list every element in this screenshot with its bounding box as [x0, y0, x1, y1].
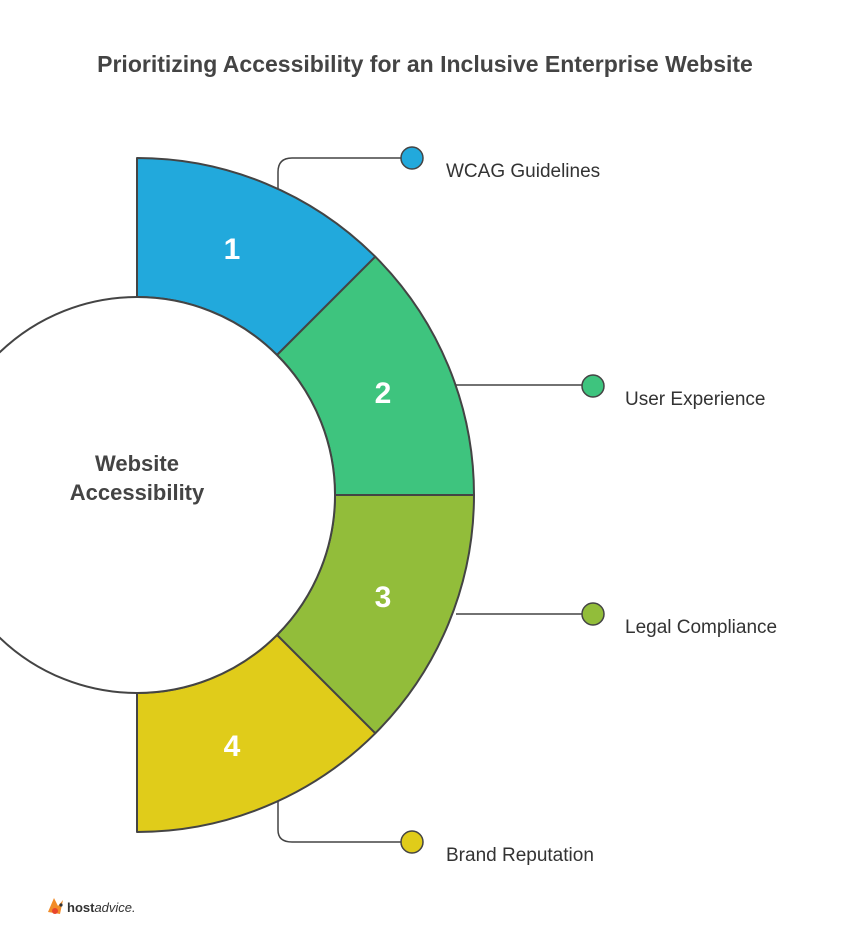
label-user-experience: User Experience [625, 389, 765, 410]
connector-line-1 [277, 157, 401, 189]
segment-2-number: 2 [375, 377, 392, 410]
connector-dot-3 [581, 602, 605, 626]
center-title-line2: Accessibility [70, 480, 205, 505]
connector-dot-1 [400, 146, 424, 170]
label-brand-reputation: Brand Reputation [446, 845, 594, 866]
label-wcag-guidelines: WCAG Guidelines [446, 161, 600, 182]
hostadvice-mascot-icon [48, 898, 63, 914]
brand-name-bold: host [67, 900, 95, 915]
connector-dot-4 [400, 830, 424, 854]
center-circle [0, 296, 336, 694]
connector-line-4 [277, 801, 401, 843]
svg-text:hostadvice.: hostadvice. [67, 900, 136, 915]
page-title: Prioritizing Accessibility for an Inclus… [97, 51, 753, 77]
segment-1-number: 1 [224, 233, 241, 266]
connector-dot-2 [581, 374, 605, 398]
center-title-line1: Website [95, 451, 179, 476]
segment-4-number: 4 [224, 730, 241, 763]
hostadvice-logo: hostadvice. [48, 898, 136, 915]
segment-3-number: 3 [375, 581, 392, 614]
brand-name-light: advice. [94, 900, 135, 915]
label-legal-compliance: Legal Compliance [625, 617, 777, 638]
